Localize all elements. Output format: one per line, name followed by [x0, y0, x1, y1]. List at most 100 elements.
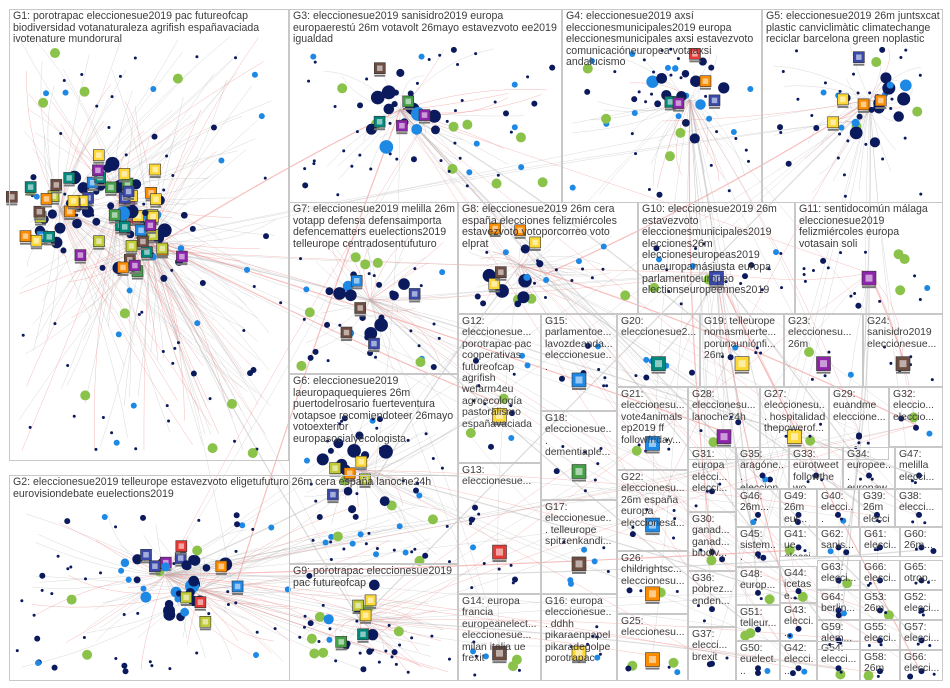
- node: [846, 139, 850, 143]
- node: [694, 247, 698, 251]
- group-label: G24: sanisidro2019 eleccionesue...: [867, 316, 937, 350]
- node: [83, 577, 87, 581]
- node: [47, 209, 58, 219]
- node: [533, 281, 537, 285]
- node: [913, 424, 919, 431]
- node: [491, 178, 502, 189]
- node: [77, 182, 90, 194]
- node: [447, 560, 451, 564]
- avatar-node: [74, 249, 87, 264]
- node: [926, 430, 933, 437]
- node: [368, 579, 380, 591]
- avatar-node: [645, 652, 660, 670]
- node: [430, 634, 434, 638]
- node: [625, 665, 632, 672]
- node: [34, 635, 41, 642]
- edge: [356, 469, 361, 507]
- avatar-node: [689, 48, 701, 63]
- node: [699, 429, 703, 433]
- edge: [148, 249, 361, 621]
- group-label: G45: sistem...: [740, 529, 776, 563]
- avatar-node: [19, 230, 32, 245]
- node: [120, 558, 130, 568]
- node: [620, 290, 631, 301]
- node: [210, 124, 217, 131]
- node: [296, 360, 307, 371]
- edge: [689, 99, 799, 593]
- avatar-node: [492, 544, 507, 563]
- node: [779, 131, 783, 135]
- node: [823, 374, 827, 378]
- node: [734, 137, 738, 141]
- group-label: G62: sanis...: [821, 529, 854, 552]
- node: [355, 492, 359, 496]
- node: [64, 518, 71, 525]
- group-g53: G53: 26m: [860, 590, 900, 620]
- avatar-node: [140, 549, 152, 564]
- node: [252, 284, 256, 288]
- node: [38, 97, 49, 108]
- node: [150, 86, 157, 93]
- node: [355, 619, 359, 623]
- node: [895, 285, 906, 296]
- node: [312, 159, 316, 163]
- group-label: G37: elecci... brexit: [692, 629, 728, 663]
- node: [835, 665, 842, 672]
- node: [332, 531, 343, 542]
- node: [652, 70, 656, 74]
- group-label: G17: eleccionesue... telleurope spitzenk…: [545, 502, 612, 548]
- node: [750, 519, 757, 526]
- node: [360, 259, 371, 270]
- node: [303, 167, 307, 171]
- node: [263, 233, 270, 240]
- node: [310, 53, 317, 60]
- group-label: G20: eleccionesue2...: [621, 316, 697, 339]
- avatar-node: [734, 356, 750, 374]
- node: [375, 426, 379, 430]
- edge: [497, 264, 521, 646]
- node: [190, 370, 197, 377]
- node: [856, 433, 862, 440]
- node: [868, 106, 875, 113]
- node: [372, 274, 376, 278]
- node: [672, 536, 676, 540]
- edge: [369, 242, 444, 301]
- node: [121, 662, 128, 669]
- node: [462, 119, 473, 130]
- node: [358, 153, 362, 157]
- node: [842, 173, 846, 177]
- node: [767, 476, 774, 483]
- node: [125, 576, 132, 583]
- avatar-node: [174, 552, 187, 567]
- node: [876, 674, 880, 678]
- node: [838, 89, 842, 93]
- group-g22: G22: eleccionesu... 26m españa europa el…: [617, 470, 688, 551]
- node: [725, 656, 729, 660]
- edge: [59, 209, 128, 438]
- node: [647, 188, 651, 192]
- node: [132, 554, 143, 565]
- node: [51, 664, 58, 671]
- edge: [164, 526, 396, 576]
- node: [402, 549, 409, 556]
- node: [416, 492, 423, 499]
- group-label: G28: eleccionesu... lanoche24h: [692, 389, 756, 423]
- edge: [519, 230, 535, 266]
- edge: [369, 298, 422, 320]
- node: [34, 659, 41, 666]
- node: [927, 580, 931, 584]
- node: [911, 520, 915, 524]
- edge: [21, 199, 121, 451]
- avatar-node: [874, 94, 887, 109]
- node: [409, 329, 413, 333]
- node: [398, 278, 410, 290]
- edge: [330, 240, 371, 301]
- group-label: G31: europa elecci... elecci...: [692, 449, 728, 495]
- node: [843, 549, 850, 556]
- avatar-node: [492, 408, 507, 426]
- edge: [372, 264, 521, 485]
- node: [171, 174, 175, 178]
- node: [679, 76, 683, 80]
- node: [543, 295, 547, 299]
- node: [599, 446, 603, 450]
